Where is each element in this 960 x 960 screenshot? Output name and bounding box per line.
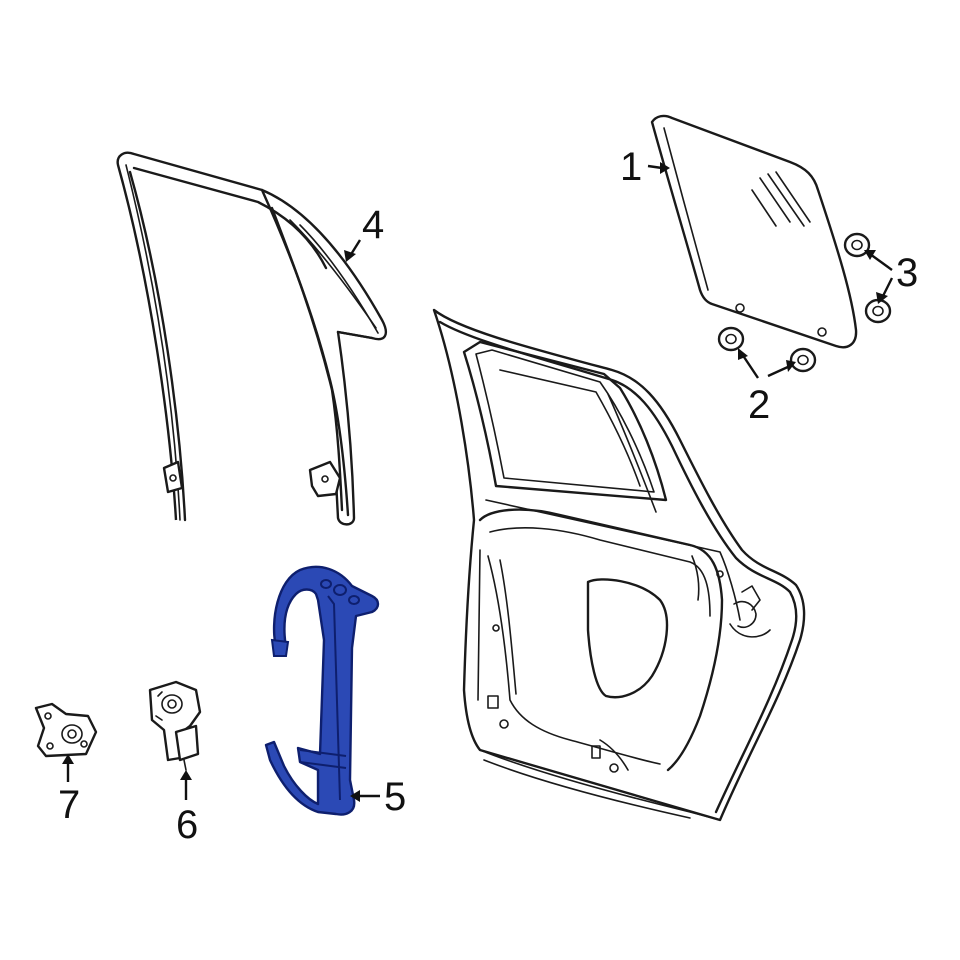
callout-3: 3 — [896, 251, 918, 295]
callout-7: 7 — [58, 783, 80, 827]
callout-4: 4 — [362, 203, 384, 247]
callout-leaders — [62, 162, 894, 802]
glass-part[interactable] — [650, 114, 858, 349]
regulator-motor-part[interactable] — [148, 680, 202, 771]
callout-5: 5 — [384, 775, 406, 819]
lower-grommet-1[interactable] — [717, 326, 745, 352]
door-shell — [432, 308, 806, 822]
upper-grommet-1[interactable] — [843, 232, 871, 258]
run-channel-part[interactable] — [116, 151, 387, 526]
callout-6: 6 — [176, 803, 198, 847]
lower-grommet-2[interactable] — [789, 347, 817, 373]
callout-2: 2 — [748, 383, 770, 427]
window-regulator-part[interactable] — [264, 565, 380, 816]
callout-1: 1 — [620, 145, 642, 189]
motor-bracket-part[interactable] — [34, 702, 98, 758]
